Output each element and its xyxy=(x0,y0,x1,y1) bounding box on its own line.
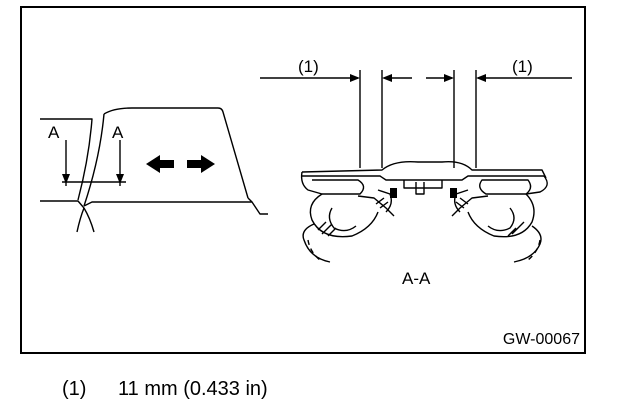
section-a-left-label: A xyxy=(48,123,60,142)
figure-frame: A A (1) (1) A-A GW-00067 xyxy=(20,6,586,354)
legend: (1) 11 mm (0.433 in) xyxy=(62,378,268,401)
section-view-label: A-A xyxy=(402,269,431,288)
double-arrow-icon xyxy=(146,155,215,173)
callout-left-label: (1) xyxy=(298,57,319,76)
legend-text: 11 mm (0.433 in) xyxy=(118,378,268,400)
legend-number: (1) xyxy=(62,378,87,400)
panel-gap-view xyxy=(40,107,268,233)
section-a-right-label: A xyxy=(112,123,124,142)
section-view-art xyxy=(260,70,572,263)
figure-code: GW-00067 xyxy=(502,331,580,348)
callout-right-label: (1) xyxy=(512,57,533,76)
diagram-art xyxy=(40,70,572,263)
